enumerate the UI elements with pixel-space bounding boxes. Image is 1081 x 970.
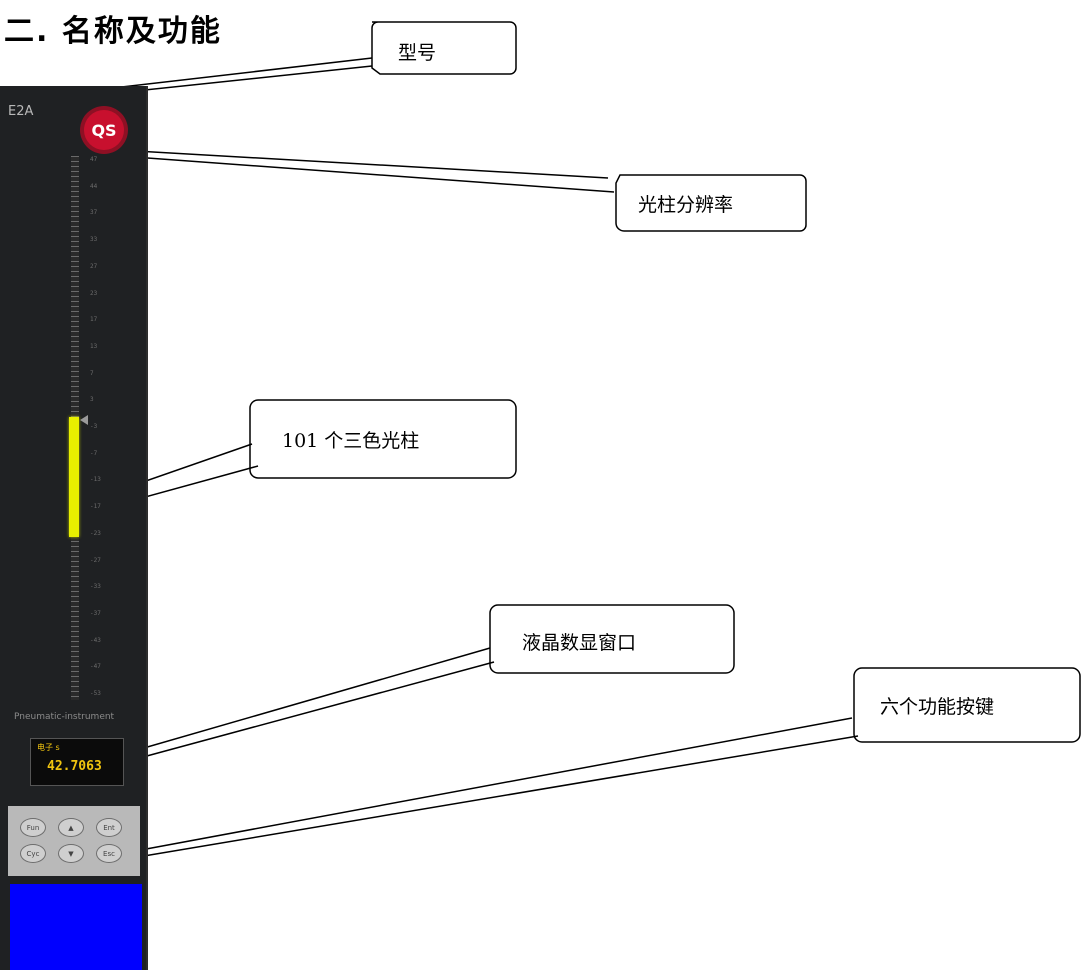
scale-tick-label: -43: [90, 636, 101, 644]
bar-graph-fill: [69, 417, 79, 537]
callout-lcd-pointer: [129, 647, 491, 753]
lcd-display: 电子 s 42.7063: [30, 738, 124, 786]
scale-tick-label: -37: [90, 609, 101, 617]
scale-tick-label: -3: [90, 423, 98, 430]
lcd-value: 42.7063: [47, 759, 102, 774]
callout-lcd-bubble: [489, 604, 735, 674]
callout-keys-label: 六个功能按键: [880, 696, 995, 718]
up-key[interactable]: ▲: [58, 818, 84, 837]
scale-tick-label: -47: [90, 663, 101, 671]
lcd-tag: 电子 s: [37, 743, 60, 752]
scale-tick-label: -17: [90, 503, 101, 511]
scale-tick-label: -13: [90, 476, 101, 484]
callout-bar-label: 101 个三色光柱: [282, 430, 420, 452]
scale-tick-label: 33: [90, 236, 98, 244]
down-key[interactable]: ▼: [58, 844, 84, 863]
callout-lcd-label: 液晶数显窗口: [522, 632, 637, 654]
scale-tick-label: -33: [90, 583, 101, 591]
scale-tick-label: -27: [90, 556, 101, 564]
callout-model-bubble: [371, 21, 517, 75]
brand-logo: QS: [84, 110, 124, 150]
blue-panel: [10, 884, 142, 970]
level-pointer-icon: [80, 415, 88, 426]
section-heading: 二. 名称及功能: [4, 14, 222, 49]
scale-tick-labels: 47 44 37 33 27 23 17 13 7 3 -3 -7 -13 -17 -23 -27 -33 -37…: [90, 156, 120, 700]
fun-key[interactable]: Fun: [20, 818, 46, 837]
escape-key[interactable]: Esc: [96, 844, 122, 863]
enter-key[interactable]: Ent: [96, 818, 122, 837]
callout-keys-pointer: [129, 717, 853, 853]
scale-tick-label: -7: [90, 449, 98, 457]
scale-tick-label: -23: [90, 529, 101, 537]
scale-tick-label: 17: [90, 316, 98, 324]
scale-tick-label: 7: [90, 369, 94, 377]
callout-keys-bubble: [853, 667, 1081, 743]
scale-tick-label: 27: [90, 262, 98, 270]
scale-tick-label: 3: [90, 396, 94, 404]
scale-tick-label: 13: [90, 342, 98, 350]
callout-resolution-pointer: [117, 149, 609, 179]
callout-resolution-label: 光柱分辨率: [638, 194, 734, 216]
cycle-key[interactable]: Cyc: [20, 844, 46, 863]
scale-tick-label: 47: [90, 156, 98, 163]
brand-label: Pneumatic-instrument: [14, 712, 115, 722]
scale-tick-label: -53: [90, 690, 101, 697]
callout-resolution-bubble: [615, 174, 807, 232]
scale-tick-label: 23: [90, 289, 98, 297]
callout-bar-bubble: [249, 399, 517, 479]
logo-text: QS: [91, 120, 117, 140]
callout-model-label: 型号: [398, 42, 437, 64]
instrument-panel: E2A QS 47 44 37 33 27 23 17 13 7 3 -3 -7 -13 -17 -23 -2…: [0, 86, 148, 970]
scale-tick-label: 37: [90, 209, 98, 217]
model-label: E2A: [8, 104, 34, 119]
scale-tick-label: 44: [90, 182, 98, 190]
